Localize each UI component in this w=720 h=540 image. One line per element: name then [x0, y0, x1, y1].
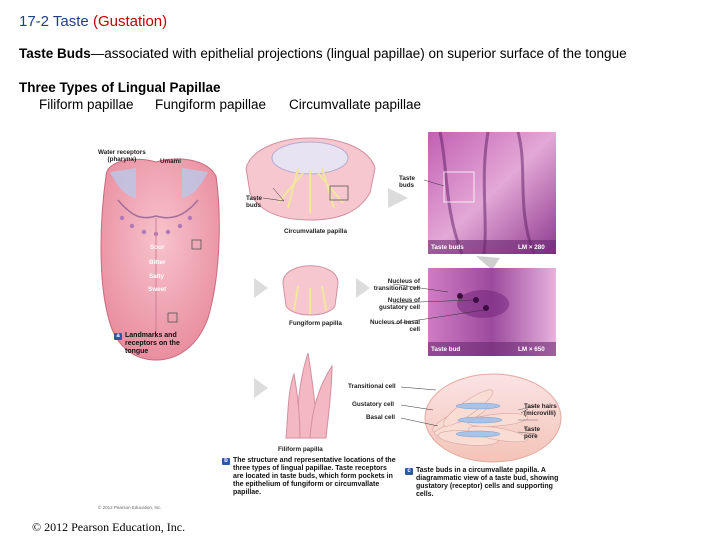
salty-label: Salty: [149, 273, 165, 280]
papilla-type-filiform: Filiform papillae: [39, 97, 134, 112]
caption-a-text: Landmarks and receptors on the tongue: [125, 332, 180, 355]
micrograph-bottom-magnification: LM × 650: [518, 346, 545, 353]
papilla-type-fungiform: Fungiform papillae: [155, 97, 267, 112]
papilla-type-circumvallate: Circumvallate papillae: [289, 97, 422, 112]
micrograph-taste-buds-label: Taste buds: [399, 175, 415, 189]
title-number: 17-2 Taste: [19, 13, 93, 30]
bitter-label: Bitter: [149, 259, 166, 266]
title-gustation: (Gustation): [92, 13, 168, 30]
fungiform-papilla-label: Fungiform papilla: [289, 320, 342, 327]
caption-a-tag: a: [114, 333, 122, 340]
water-receptors-label: Water receptors (pharynx): [98, 149, 146, 163]
lingual-papillae-figure: Water receptors (pharynx) Umami Sour Bit…: [88, 128, 660, 510]
figure-copyright: © 2012 Pearson Education, Inc.: [98, 505, 162, 510]
sour-label: Sour: [150, 244, 165, 251]
tongue-illustration: [100, 158, 220, 361]
micrograph-bottom: [428, 268, 556, 356]
gustatory-cell-label: Gustatory cell: [352, 401, 394, 408]
nucleus-gustatory-label: Nucleus of gustatory cell: [379, 297, 420, 311]
footer-copyright: © 2012 Pearson Education, Inc.: [32, 520, 186, 534]
micrograph-top: [423, 131, 556, 255]
caption-b-tag: b: [222, 458, 230, 465]
micrograph-top-magnification: LM × 280: [518, 244, 545, 251]
caption-c-text: Taste buds in a circumvallate papilla. A…: [416, 467, 559, 498]
transitional-cell-label: Transitional cell: [348, 383, 396, 390]
taste-buds-line: Taste Buds—associated with epithelial pr…: [19, 45, 709, 62]
umami-label: Umami: [160, 158, 181, 165]
fungiform-papilla-illustration: [254, 265, 370, 316]
caption-b-text: The structure and representative locatio…: [233, 457, 396, 496]
nucleus-transitional-label: Nucleus of transitional cell: [373, 278, 420, 292]
taste-hairs-label: Taste hairs (microvilli): [524, 403, 557, 417]
papillae-heading: Three Types of Lingual Papillae: [19, 80, 221, 95]
circumvallate-papilla-label: Circumvallate papilla: [284, 228, 347, 235]
caption-c-tag: c: [405, 468, 413, 475]
figure-artwork: [100, 131, 562, 463]
circumvallate-papilla-illustration: [245, 137, 408, 221]
taste-bud-diagram: [400, 373, 562, 463]
filiform-papilla-label: Filiform papilla: [278, 446, 323, 453]
circumvallate-taste-buds-label: Taste buds: [246, 195, 262, 209]
taste-buds-bold: Taste Buds: [19, 46, 91, 61]
micrograph-bottom-caption: Taste bud: [431, 346, 461, 353]
filiform-papilla-illustration: [254, 352, 333, 439]
taste-buds-text: —associated with epithelial projections …: [90, 46, 627, 61]
slide-title: 17-2 Taste (Gustation): [19, 13, 167, 30]
taste-pore-label: Taste pore: [524, 426, 540, 440]
sweet-label: Sweet: [148, 286, 167, 293]
basal-cell-label: Basal cell: [366, 414, 396, 421]
micrograph-top-caption: Taste buds: [431, 244, 464, 251]
nucleus-basal-label: Nucleus of basal cell: [369, 319, 420, 333]
